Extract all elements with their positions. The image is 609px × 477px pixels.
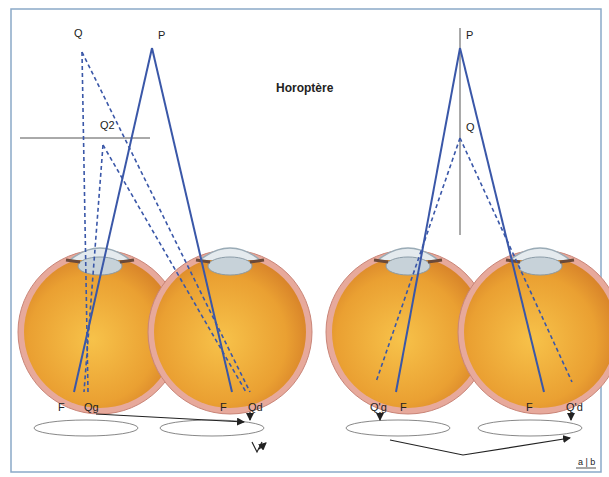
fovea-label: F bbox=[526, 402, 533, 413]
retina-point-label: Qg bbox=[84, 402, 99, 413]
point-label: P bbox=[158, 30, 165, 41]
diagram-title: Horoptère bbox=[276, 82, 333, 94]
retina-point-label: Q'g bbox=[370, 402, 387, 413]
point-label: Q2 bbox=[100, 120, 115, 131]
panel-label: a | b bbox=[578, 458, 595, 467]
retina-point-label: Q'd bbox=[566, 402, 583, 413]
point-label: Q bbox=[74, 28, 83, 39]
fovea-label: F bbox=[220, 402, 227, 413]
point-label: P bbox=[466, 30, 473, 41]
point-label: Q bbox=[466, 122, 475, 133]
fovea-label: F bbox=[58, 402, 65, 413]
retina-point-label: Qd bbox=[248, 402, 263, 413]
fovea-label: F bbox=[400, 402, 407, 413]
